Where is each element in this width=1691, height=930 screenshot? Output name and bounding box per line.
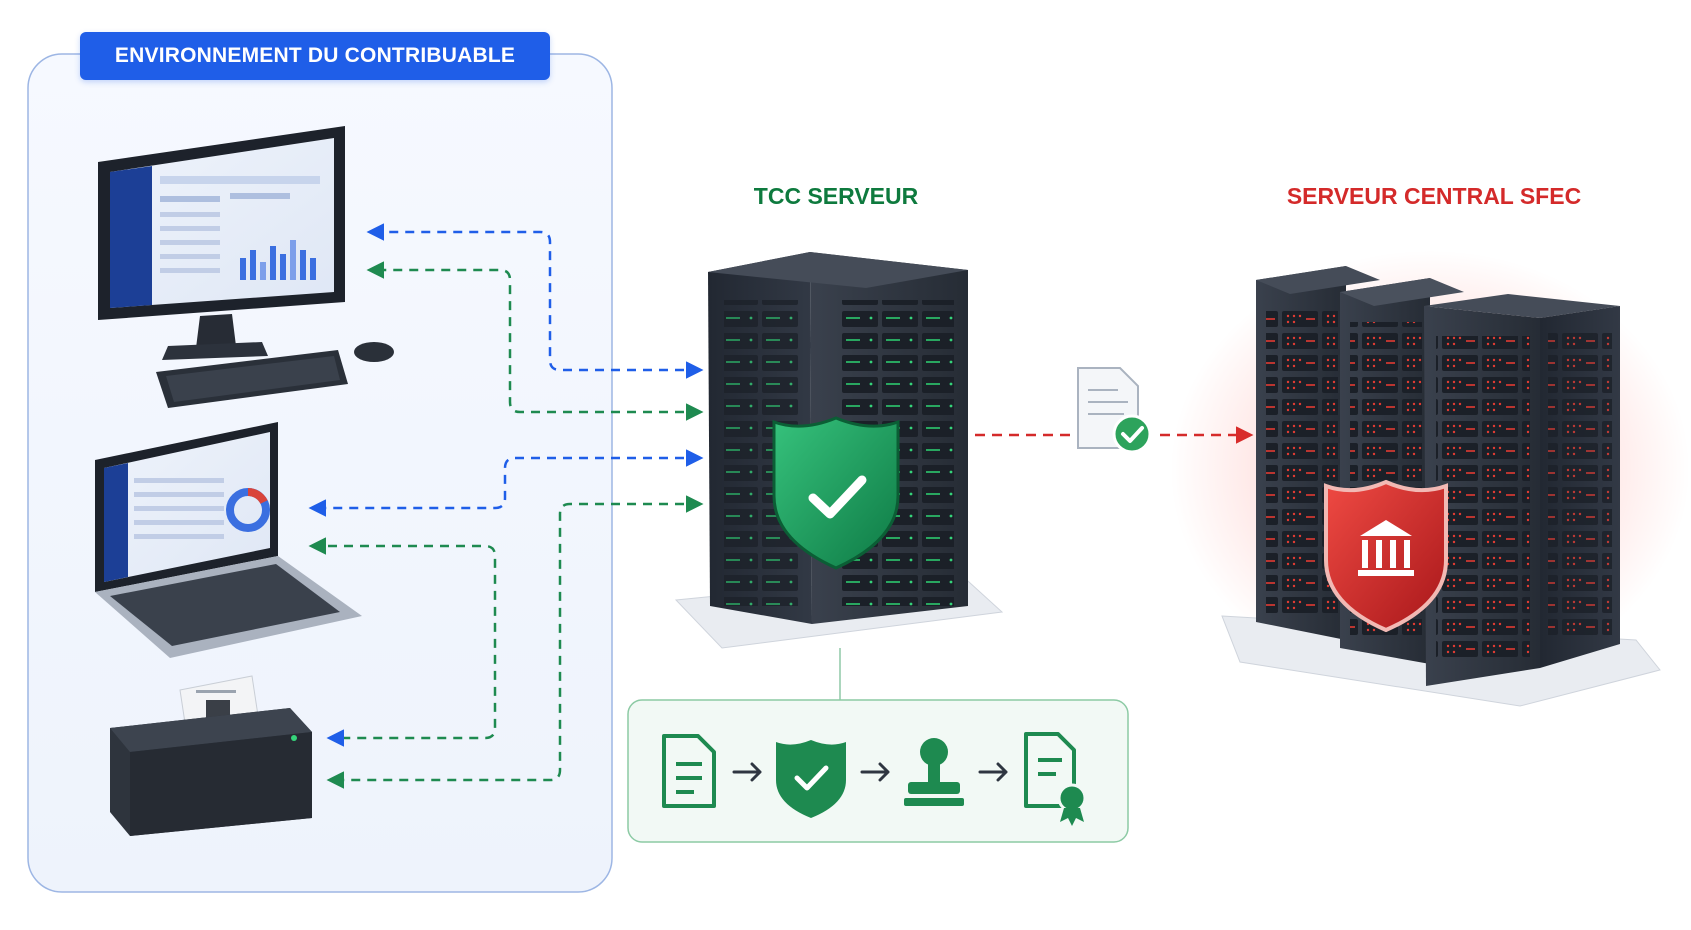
- tcc-server: [674, 252, 1004, 700]
- process-arrow-2: [860, 762, 890, 782]
- environment-label: ENVIRONNEMENT DU CONTRIBUABLE: [80, 32, 550, 80]
- connection-printer-green: [326, 495, 704, 789]
- signed-document-icon: [1077, 367, 1152, 454]
- connection-desktop-green: [366, 261, 704, 421]
- document-icon: [662, 734, 716, 808]
- desktop-computer: [98, 126, 394, 408]
- process-arrow-1: [732, 762, 762, 782]
- sfec-server-title: SERVEUR CENTRAL SFEC: [1286, 183, 1582, 209]
- stamp-icon: [904, 738, 964, 806]
- certified-document-icon: [1024, 732, 1087, 826]
- sfec-server: [1170, 250, 1690, 707]
- tcc-server-title: TCC SERVEUR: [753, 183, 919, 209]
- receipt-printer: [110, 675, 312, 836]
- laptop-computer: [95, 422, 362, 658]
- connection-laptop-printer-loop: [308, 537, 497, 747]
- shield-check-icon: [776, 740, 846, 818]
- process-arrow-3: [978, 762, 1008, 782]
